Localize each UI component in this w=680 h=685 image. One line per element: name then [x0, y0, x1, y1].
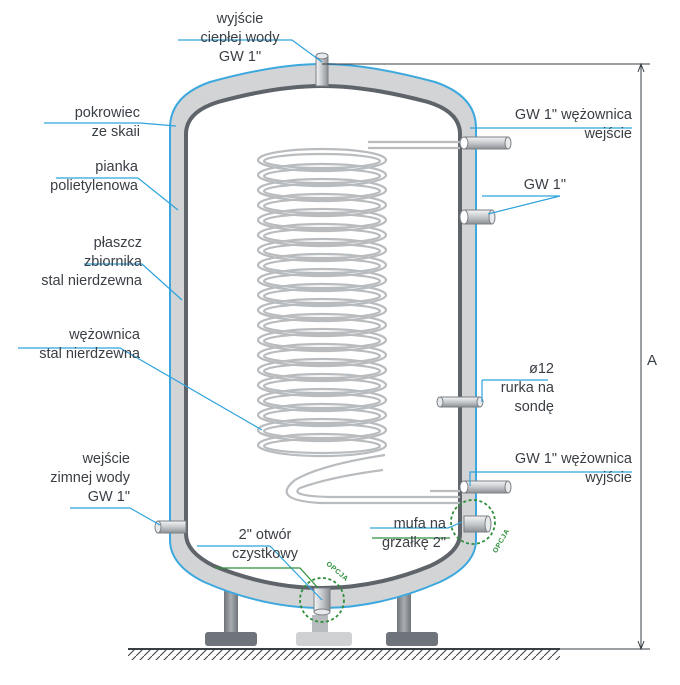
heater-socket-pipe	[463, 515, 492, 533]
coil-turn-outer	[256, 417, 388, 443]
option-badge-heater: OPCJA	[492, 528, 511, 555]
coil-turn-outer	[256, 237, 388, 263]
coil-turn-outer	[256, 432, 388, 458]
coil-turn-outer	[256, 162, 388, 188]
heating-coil	[256, 140, 460, 505]
coil-turn-outer	[256, 282, 388, 308]
sensor-tube	[436, 396, 484, 408]
coil-turn-outer	[256, 372, 388, 398]
coil-turn-outer	[256, 327, 388, 353]
coil-inlet-pipe	[459, 136, 512, 150]
leader-lines-green	[215, 537, 450, 589]
coil-turn-outer	[256, 222, 388, 248]
coil-turn-outer	[256, 252, 388, 278]
cleanout-pipe	[313, 587, 331, 616]
floor	[128, 648, 560, 660]
coil-turn-outer	[256, 357, 388, 383]
coil-turn-outer	[256, 342, 388, 368]
coil-turn-outer	[256, 192, 388, 218]
coil-turn-outer	[256, 267, 388, 293]
label-gw1: GW 1"	[523, 177, 566, 193]
coil-turn-outer	[256, 207, 388, 233]
leader-lines	[18, 39, 632, 601]
dimension-label-a: A	[647, 352, 658, 369]
coil-turn-outer	[256, 147, 388, 173]
coil-turn-outer	[256, 402, 388, 428]
coil-turn-outer	[256, 312, 388, 338]
coil-turn-inner	[262, 437, 382, 455]
coil-turn-outer	[256, 387, 388, 413]
cold-water-inlet-pipe	[154, 520, 187, 534]
tank-legs	[205, 586, 438, 646]
coil-turn-outer	[256, 177, 388, 203]
dimension-a	[322, 62, 650, 651]
hot-water-outlet-pipe	[315, 52, 329, 87]
coil-turn-outer	[256, 297, 388, 323]
gw1-pipe	[459, 209, 496, 225]
coil-outlet-pipe	[459, 480, 512, 494]
